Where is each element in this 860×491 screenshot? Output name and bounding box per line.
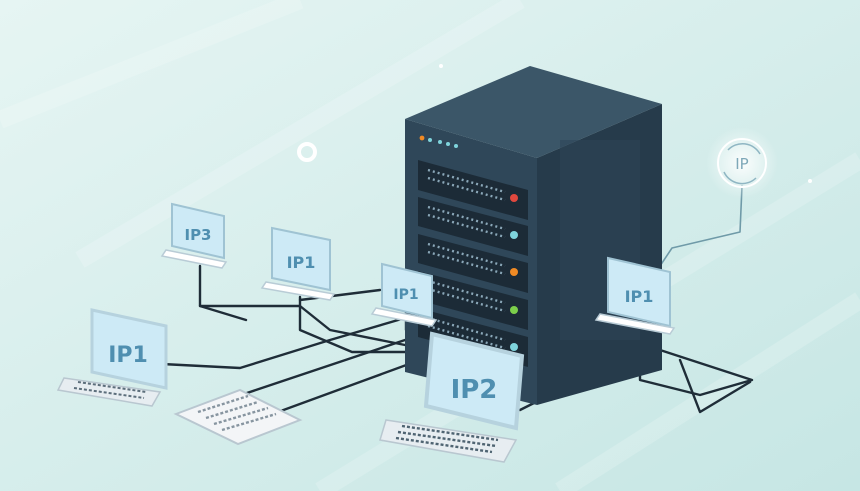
server-top	[405, 66, 662, 158]
laptop-label: IP2	[451, 375, 498, 405]
drive-led-teal	[510, 231, 518, 239]
drive-bay	[418, 160, 528, 220]
monitor-label: IP1	[287, 253, 316, 272]
power-led	[419, 135, 425, 141]
ip-badge: IP	[706, 127, 778, 199]
monitor-ip3: IP3	[160, 202, 228, 269]
monitor-label: IP1	[625, 287, 654, 306]
refresh-arrows-icon	[723, 143, 761, 185]
keyboard-icon	[73, 381, 147, 399]
laptop-label: IP1	[108, 343, 148, 368]
sparkle-dot	[439, 64, 443, 68]
laptop-keyboard-bottom	[173, 388, 303, 446]
ip-badge-label: IP	[735, 155, 748, 173]
keyboard-icon	[395, 424, 499, 454]
drive-led-teal	[510, 343, 518, 351]
status-led	[428, 138, 432, 142]
monitor-ip1-mid: IP1	[260, 226, 336, 301]
status-led	[438, 140, 442, 144]
drive-led-orange	[510, 268, 518, 276]
drive-bay	[418, 197, 528, 256]
laptop-ip2: IP2	[379, 331, 525, 463]
monitor-ip1-near-server: IP1	[370, 262, 438, 327]
monitor-ip1-right: IP1	[594, 256, 676, 335]
keyboard-icon	[197, 394, 277, 432]
monitor-label: IP1	[393, 287, 418, 303]
drive-led-green	[510, 306, 518, 314]
status-led	[446, 142, 450, 146]
ring-dot-icon	[297, 142, 317, 162]
status-led	[454, 144, 458, 148]
drive-bay	[418, 234, 528, 293]
drive-bay	[418, 271, 528, 330]
laptop-ip1: IP1	[56, 308, 168, 407]
drive-led-red	[510, 194, 518, 202]
monitor-label: IP3	[184, 226, 211, 244]
sparkle-dot	[808, 179, 812, 183]
